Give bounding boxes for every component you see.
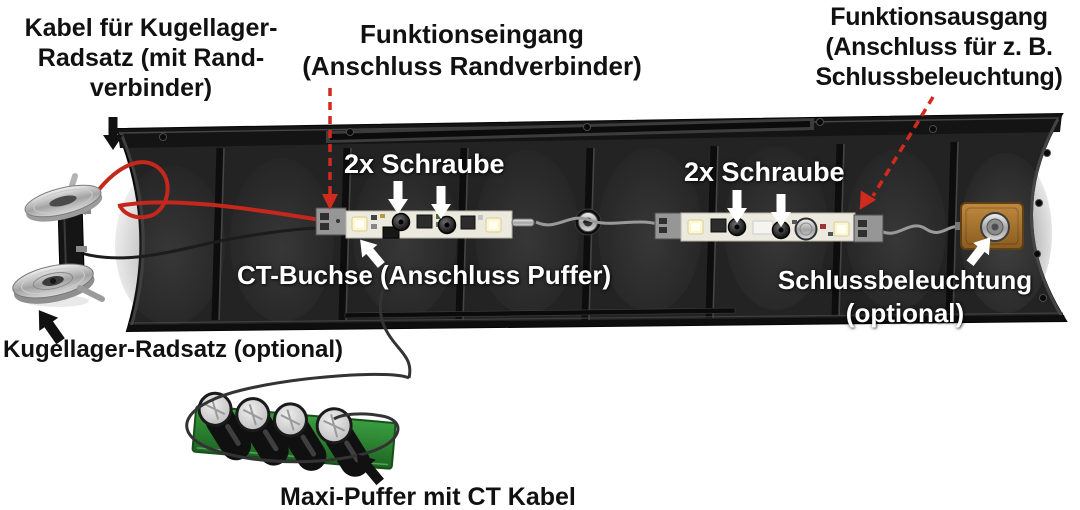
label-schraube-left: 2x Schraube bbox=[344, 149, 505, 179]
wheelset-cable bbox=[77, 160, 322, 260]
maxi-puffer-board bbox=[191, 391, 397, 477]
label-funktionseingang: Funktionseingang (Anschluss Randverbinde… bbox=[272, 18, 672, 82]
interconnect-wires bbox=[535, 216, 961, 235]
label-line: verbinder) bbox=[89, 74, 213, 102]
label-line: Radsatz (mit Rand- bbox=[37, 44, 265, 72]
wheel-top bbox=[24, 184, 103, 222]
funktionseingang-pointer bbox=[322, 88, 338, 210]
label-kugellager-radsatz: Kugellager-Radsatz (optional) bbox=[3, 336, 344, 363]
label-maxi-puffer: Maxi-Puffer mit CT Kabel bbox=[280, 483, 576, 510]
label-kabel-radsatz: Kabel für Kugellager- Radsatz (mit Rand-… bbox=[0, 13, 302, 103]
ball-bearing-wheelset bbox=[12, 173, 105, 307]
label-line: (Anschluss für z. B. bbox=[825, 33, 1053, 61]
label-line: Schlussbeleuchtung) bbox=[815, 63, 1063, 91]
tail-light-connector bbox=[955, 202, 1024, 250]
label-schlussbeleuchtung: Schlussbeleuchtung (optional) bbox=[765, 264, 1045, 330]
label-line: (optional) bbox=[845, 298, 965, 328]
label-line: Kabel für Kugellager- bbox=[24, 14, 278, 42]
label-line: Funktionseingang bbox=[360, 19, 584, 49]
capacitors bbox=[197, 391, 371, 477]
ct-socket bbox=[382, 226, 400, 239]
wheel-bottom bbox=[12, 263, 95, 304]
label-line: Funktionsausgang bbox=[830, 3, 1048, 31]
ct-cable bbox=[185, 238, 412, 464]
funktionsausgang-pointer bbox=[859, 96, 935, 210]
label-ct-buchse: CT-Buchse (Anschluss Puffer) bbox=[237, 260, 612, 290]
led-strip-left bbox=[315, 207, 535, 239]
label-funktionsausgang: Funktionsausgang (Anschluss für z. B. Sc… bbox=[799, 2, 1079, 92]
label-schraube-right: 2x Schraube bbox=[684, 157, 845, 187]
led-strip-right bbox=[654, 212, 884, 243]
label-line: Schlussbeleuchtung bbox=[777, 265, 1033, 295]
label-line: (Anschluss Randverbinder) bbox=[302, 51, 642, 81]
annotation-arrows bbox=[29, 88, 999, 490]
